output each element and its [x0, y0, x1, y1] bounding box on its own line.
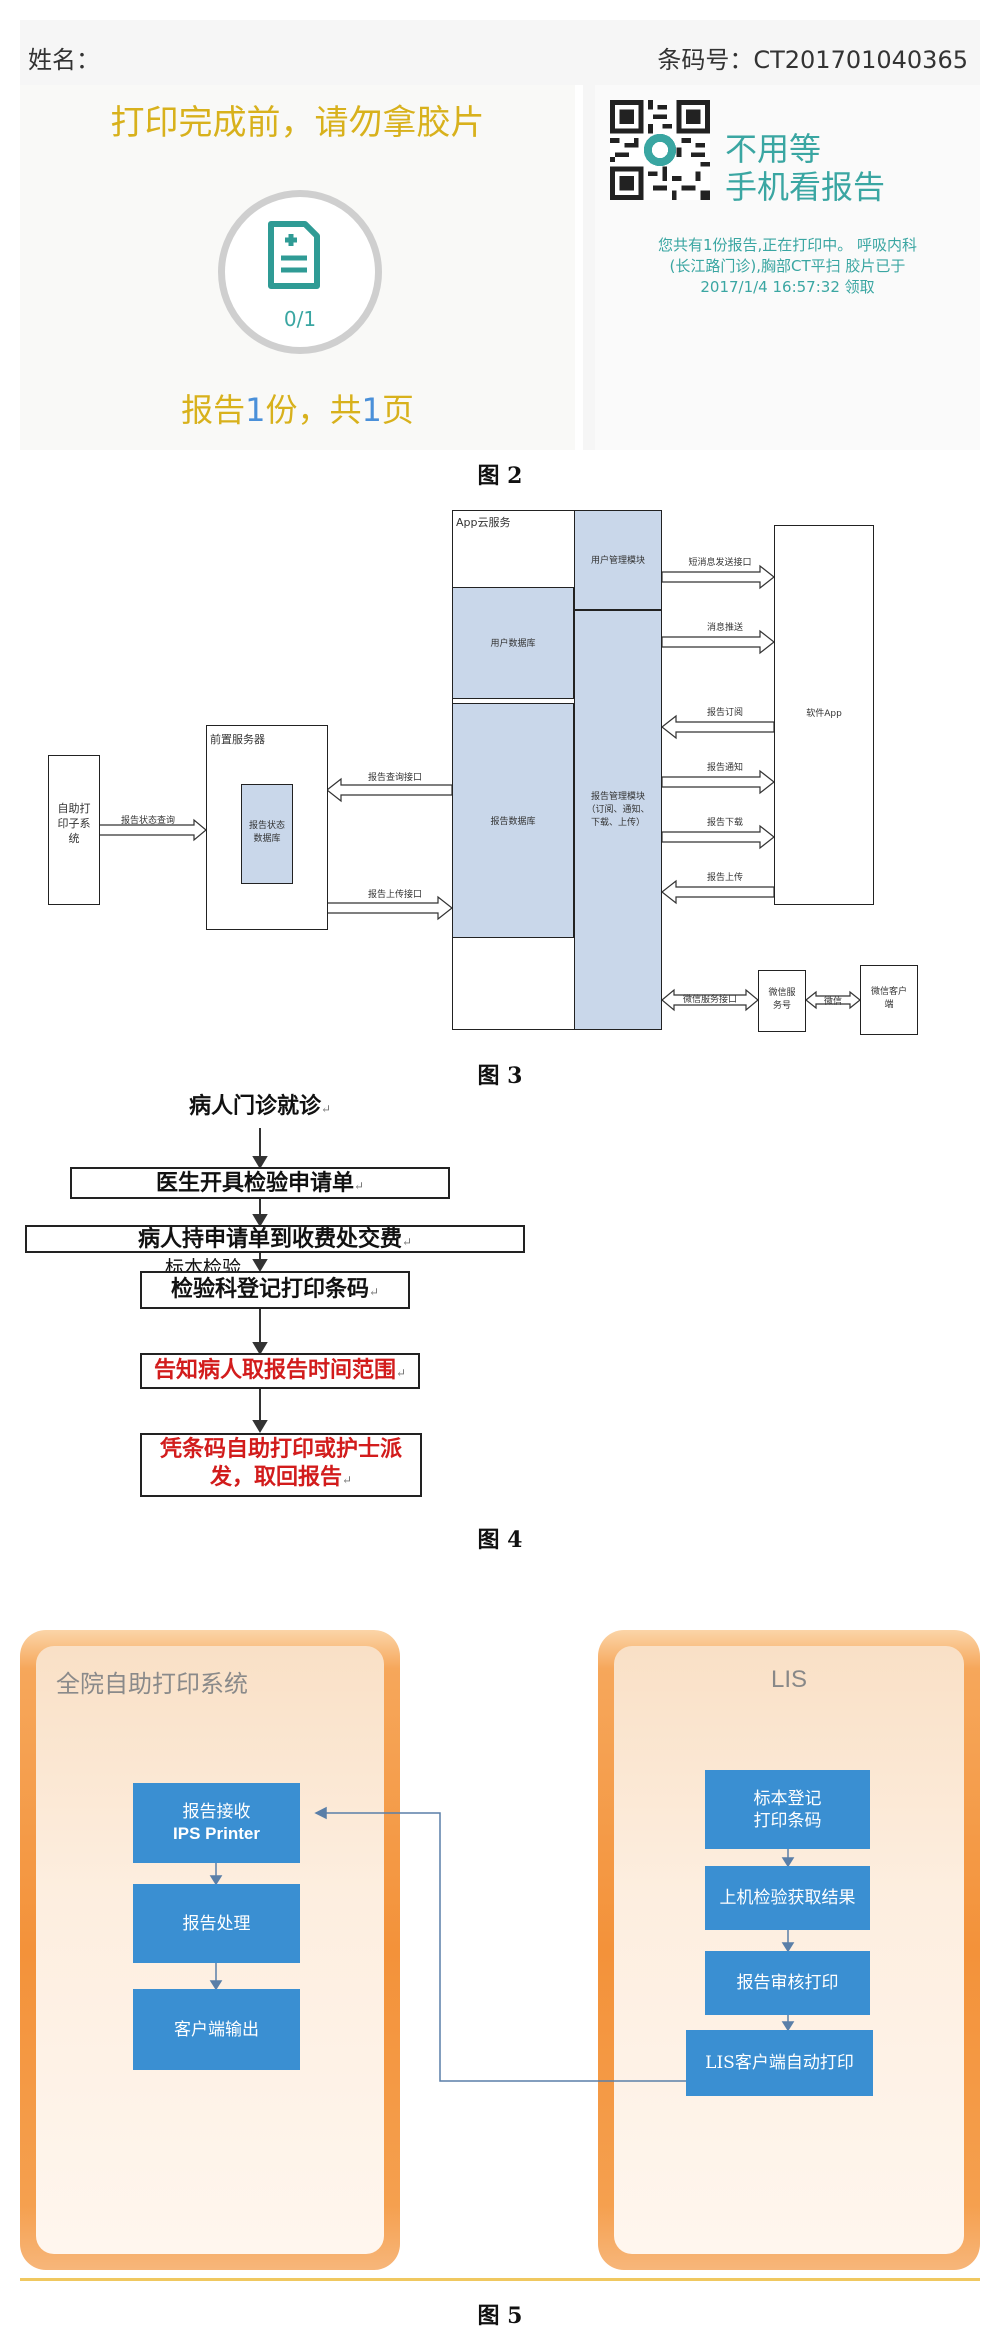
report-receive-box: 报告接收 IPS Printer [133, 1783, 300, 1863]
lis-client-auto-print-box: LIS客户端自动打印 [686, 2030, 873, 2096]
flow-step-1: 病人门诊就诊↵ [170, 1092, 350, 1128]
step6-line2: 发，取回报告 [209, 1464, 342, 1490]
report-suffix: 页 [381, 391, 414, 429]
software-app: 软件App [774, 525, 874, 905]
barcode-label: 条码号：CT201701040365 [657, 46, 968, 74]
qr-code-icon[interactable] [610, 100, 710, 200]
name-label: 姓名： [28, 46, 100, 74]
report-status-db: 报告状态 数据库 [241, 784, 293, 884]
mobile-report-panel: 不用等 手机看报告 您共有1份报告,正在打印中。 呼吸内科 (长江路门诊),胸部… [595, 85, 980, 450]
figure-3: 自助打 印子系 统 报告状态查询 前置服务器 报告状态 数据库 报告查询接口 报… [0, 495, 1000, 1045]
figure-5: 全院自助打印系统 LIS 报告接收 IPS Printer 报告处理 客户端输出… [0, 1590, 1000, 2290]
wechat-mid-label: 微信 [823, 997, 842, 1007]
flow-step-3: 病人持申请单到收费处交费↵ [25, 1225, 525, 1253]
step3-label: 病人持申请单到收费处交费 [137, 1226, 402, 1252]
progress-ring [218, 190, 382, 354]
sms-interface-label: 短消息发送接口 [688, 558, 752, 568]
left-box3-label: 客户端输出 [174, 2019, 259, 2040]
report-status-db-label: 报告状态 数据库 [248, 821, 285, 844]
right-box1-line1: 标本登记 [753, 1788, 822, 1809]
right-box3-label: 报告审核打印 [736, 1973, 839, 1993]
report-management-module: 报告管理模块 （订阅、通知、 下载、上传） [574, 610, 662, 1030]
figure-5-caption: 图 5 [477, 2303, 523, 2329]
figure-4: 病人门诊就诊↵ 医生开具检验申请单↵ 病人持申请单到收费处交费↵ 标本检验 检验… [0, 1085, 1000, 1535]
figure-3-caption: 图 3 [477, 1063, 523, 1089]
left-box1-line1: 报告接收 [182, 1802, 251, 1822]
print-status-message: 您共有1份报告,正在打印中。 呼吸内科 (长江路门诊),胸部CT平扫 胶片已于 … [600, 235, 975, 298]
arrow-label-4: 报告上传 [706, 873, 743, 883]
arrow-label-3: 报告下载 [706, 818, 743, 828]
message-line3: 2017/1/4 16:57:32 领取 [700, 278, 875, 296]
flow-step-5: 告知病人取报告时间范围↵ [140, 1353, 420, 1389]
flow-step-4: 检验科登记打印条码↵ [140, 1271, 410, 1309]
divider-line [20, 2278, 980, 2281]
left-box2-label: 报告处理 [182, 1913, 251, 1934]
right-box4-label: LIS客户端自动打印 [705, 2053, 854, 2073]
wechat-server: 微信服 务号 [758, 970, 806, 1032]
lis-title: LIS [770, 1666, 808, 1693]
step4-label: 检验科登记打印条码 [170, 1276, 369, 1302]
message-line1: 您共有1份报告,正在打印中。 呼吸内科 [657, 236, 918, 254]
front-server: 前置服务器 报告状态 数据库 [206, 725, 328, 930]
progress-count: 0/1 [283, 307, 317, 331]
left-box1-line2: IPS Printer [173, 1824, 260, 1843]
step1-label: 病人门诊就诊 [188, 1093, 321, 1119]
figure-5-connectors [209, 1806, 795, 2082]
report-audit-print-box: 报告审核打印 [705, 1951, 870, 2015]
self-print-label: 自助打 印子系 统 [57, 802, 91, 845]
front-server-label: 前置服务器 [210, 733, 265, 746]
step2-label: 医生开具检验申请单 [155, 1170, 354, 1196]
flow-step-2: 医生开具检验申请单↵ [70, 1167, 450, 1199]
self-print-subsystem: 自助打 印子系 统 [48, 755, 100, 905]
report-db-label: 报告数据库 [490, 817, 536, 827]
report-status-query-label: 报告状态查询 [120, 816, 175, 826]
report-query-interface-label: 报告查询接口 [367, 773, 422, 783]
report-mgmt-label: 报告管理模块 （订阅、通知、 下载、上传） [586, 792, 650, 828]
print-status-panel: 打印完成前，请勿拿胶片 0/1 报告1份，共1页 [20, 85, 583, 450]
report-summary: 报告1份，共1页 [20, 385, 575, 431]
flow-step-6: 凭条码自助打印或护士派 发，取回报告↵ [140, 1433, 422, 1497]
wechat-client-label: 微信客户 端 [870, 987, 907, 1010]
user-management-module: 用户管理模块 [574, 510, 662, 610]
figure-2-caption: 图 2 [477, 463, 523, 489]
right-box1-line2: 打印条码 [753, 1810, 822, 1831]
flow-arrows [252, 1127, 268, 1433]
mobile-report-promo: 不用等 手机看报告 [725, 130, 885, 206]
page-count: 1 [361, 391, 382, 429]
specimen-register-box: 标本登记 打印条码 [705, 1770, 870, 1849]
no-wait-line1: 不用等 [725, 130, 822, 168]
cloud-label: App云服务 [456, 516, 511, 529]
user-db: 用户数据库 [452, 587, 574, 699]
arrow-label-1: 报告订阅 [706, 708, 743, 718]
arrow-label-0: 消息推送 [706, 623, 743, 633]
step5-label: 告知病人取报告时间范围 [153, 1357, 396, 1383]
figure-4-caption: 图 4 [477, 1527, 523, 1553]
report-processing-box: 报告处理 [133, 1884, 300, 1963]
wechat-server-label: 微信服 务号 [768, 988, 796, 1011]
arrow-label-2: 报告通知 [706, 763, 743, 773]
user-db-label: 用户数据库 [490, 639, 536, 649]
no-wait-line2: 手机看报告 [725, 168, 886, 206]
right-box2-label: 上机检验获取结果 [719, 1888, 856, 1908]
step6-line1: 凭条码自助打印或护士派 [159, 1436, 402, 1462]
figure-2: 姓名： 条码号：CT201701040365 打印完成前，请勿拿胶片 0/1 报… [20, 20, 980, 450]
print-warning: 打印完成前，请勿拿胶片 [110, 103, 485, 143]
report-count: 1 [245, 391, 266, 429]
wechat-interface-label: 微信服务接口 [682, 995, 737, 1005]
client-output-box: 客户端输出 [133, 1989, 300, 2070]
wechat-client: 微信客户 端 [860, 965, 918, 1035]
self-print-system-panel: 全院自助打印系统 [20, 1630, 400, 2270]
report-db: 报告数据库 [452, 703, 574, 938]
app-label: 软件App [806, 709, 842, 719]
report-prefix: 报告 [181, 391, 246, 429]
report-mid: 份，共 [265, 391, 362, 429]
user-mgmt-label: 用户管理模块 [590, 556, 645, 566]
instrument-test-box: 上机检验获取结果 [705, 1866, 870, 1930]
report-upload-interface-label: 报告上传接口 [367, 890, 422, 900]
self-print-system-title: 全院自助打印系统 [56, 1670, 248, 1698]
document-icon [268, 221, 320, 289]
message-line2: (长江路门诊),胸部CT平扫 胶片已于 [669, 257, 906, 275]
